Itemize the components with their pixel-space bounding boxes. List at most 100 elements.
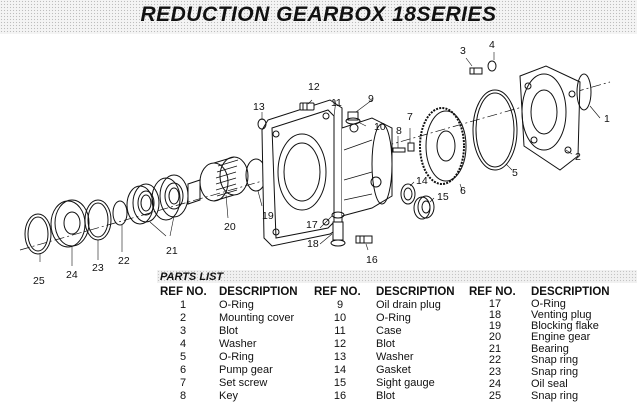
- callout-21: 21: [166, 245, 178, 257]
- oil-seal-24: [50, 199, 90, 248]
- callout-24: 24: [66, 269, 78, 281]
- parts-list-title: PARTS LIST: [160, 271, 224, 283]
- part-desc: Snap ring: [531, 354, 579, 366]
- parts-list-band: [157, 270, 637, 283]
- callout-1: 1: [604, 113, 610, 125]
- gasket-14: [400, 183, 416, 205]
- part-ref: 18: [488, 309, 502, 321]
- part-ref: 24: [488, 378, 502, 390]
- part-ref: 9: [336, 299, 344, 311]
- part-ref: 8: [179, 390, 187, 402]
- snap-ring-25: [24, 213, 52, 255]
- page-title: REDUCTION GEARBOX 18SERIES: [140, 3, 497, 26]
- o-ring-5: [472, 89, 518, 171]
- part-desc: O-Ring: [219, 351, 254, 363]
- part-ref: 10: [333, 312, 347, 324]
- part-ref: 11: [334, 325, 346, 337]
- callout-25: 25: [33, 275, 45, 287]
- callout-3: 3: [460, 45, 466, 57]
- part-ref: 25: [488, 390, 502, 402]
- part-desc: Mounting cover: [219, 312, 295, 324]
- ref-no-header: REF NO.: [314, 286, 361, 298]
- part-desc: Bearing: [531, 343, 569, 355]
- ref-no-header: REF NO.: [469, 286, 516, 298]
- callout-15: 15: [437, 191, 449, 203]
- mounting-cover-2: [519, 65, 581, 171]
- o-ring-17: [331, 211, 345, 219]
- callout-23: 23: [92, 262, 104, 274]
- part-desc: O-Ring: [531, 298, 566, 310]
- part-desc: Sight gauge: [376, 377, 435, 389]
- callout-2: 2: [575, 151, 581, 163]
- callout-11: 11: [331, 97, 342, 109]
- part-ref: 15: [333, 377, 347, 389]
- part-desc: Blot: [376, 390, 395, 402]
- exploded-view-diagram: [19, 52, 611, 266]
- part-ref: 1: [179, 299, 187, 311]
- part-ref: 3: [179, 325, 187, 337]
- sight-gauge-15: [413, 195, 435, 220]
- snap-ring-22: [112, 200, 128, 226]
- part-ref: 22: [488, 354, 502, 366]
- part-ref: 6: [179, 364, 187, 376]
- callout-10: 10: [374, 121, 386, 133]
- callout-17: 17: [306, 219, 318, 231]
- callout-14: 14: [416, 175, 428, 187]
- bearing-21b: [151, 174, 189, 221]
- part-desc: Oil seal: [531, 378, 568, 390]
- callout-20: 20: [224, 221, 236, 233]
- part-desc: Blocking flake: [531, 320, 599, 332]
- description-header: DESCRIPTION: [531, 286, 610, 298]
- key-8: [392, 147, 406, 153]
- bolt-12: [299, 102, 315, 111]
- part-desc: Blot: [376, 338, 395, 350]
- callout-18: 18: [307, 238, 319, 250]
- washer-13: [257, 118, 267, 130]
- part-ref: 19: [488, 320, 502, 332]
- part-ref: 5: [179, 351, 187, 363]
- callout-8: 8: [396, 125, 402, 137]
- bolt-3: [469, 67, 483, 75]
- callout-12: 12: [308, 81, 320, 93]
- oil-drain-plug-9: [345, 111, 361, 125]
- case-11: [261, 99, 393, 247]
- part-ref: 23: [488, 366, 502, 378]
- part-desc: Case: [376, 325, 402, 337]
- o-ring-1: [576, 73, 592, 111]
- callout-13: 13: [253, 101, 265, 113]
- callout-4: 4: [489, 39, 495, 51]
- part-ref: 21: [488, 343, 502, 355]
- engine-gear-20: [187, 156, 249, 205]
- bolt-16: [355, 235, 373, 244]
- part-desc: Washer: [219, 338, 257, 350]
- callout-9: 9: [368, 93, 374, 105]
- washer-4: [487, 60, 497, 72]
- description-header: DESCRIPTION: [219, 286, 298, 298]
- part-desc: Washer: [376, 351, 414, 363]
- part-ref: 2: [179, 312, 187, 324]
- title-band: [0, 0, 637, 34]
- part-desc: Gasket: [376, 364, 411, 376]
- part-ref: 4: [179, 338, 187, 350]
- part-desc: Set screw: [219, 377, 268, 389]
- part-desc: O-Ring: [219, 299, 254, 311]
- part-desc: Pump gear: [219, 364, 273, 376]
- part-desc: Key: [219, 390, 238, 402]
- part-desc: Venting plug: [531, 309, 592, 321]
- venting-plug-18: [330, 221, 346, 247]
- ref-no-header: REF NO.: [160, 286, 207, 298]
- part-desc: O-Ring: [376, 312, 411, 324]
- pump-gear-6: [419, 107, 467, 185]
- part-desc: Engine gear: [531, 331, 591, 343]
- callout-7: 7: [407, 111, 413, 123]
- callout-22: 22: [118, 255, 130, 267]
- part-ref: 13: [333, 351, 347, 363]
- part-desc: Snap ring: [531, 390, 579, 402]
- callout-5: 5: [512, 167, 518, 179]
- part-desc: Snap ring: [531, 366, 579, 378]
- callout-6: 6: [460, 185, 466, 197]
- callout-16: 16: [366, 254, 378, 266]
- part-ref: 16: [333, 390, 347, 402]
- callout-19: 19: [262, 210, 274, 222]
